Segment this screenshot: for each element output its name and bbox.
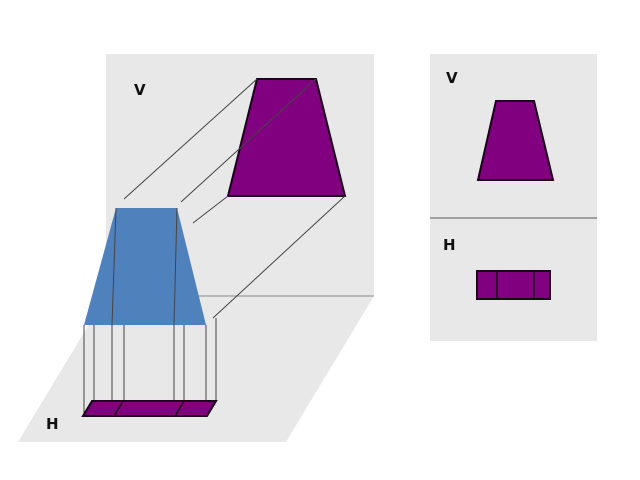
horizontal-plane-label: H — [46, 415, 59, 433]
top-view-on-h-plane — [81, 400, 218, 417]
projector-line — [180, 78, 317, 203]
projectors-to-v-plane — [123, 78, 346, 319]
projector-line — [123, 78, 258, 200]
front-view-trapezoid — [476, 100, 555, 181]
top-view-rectangle — [476, 270, 551, 300]
solid-edge — [173, 207, 178, 326]
projectors-to-h-plane — [83, 318, 217, 416]
vertical-plane-label: V — [134, 81, 146, 99]
top-view-label: H — [443, 236, 456, 254]
top-view-outline — [81, 400, 218, 417]
solid-hidden-edges — [111, 207, 178, 326]
projector-line — [192, 195, 229, 224]
orthographic-view: V H — [430, 54, 597, 341]
top-view-edge — [113, 400, 124, 417]
projector-line — [212, 195, 346, 319]
top-view-outline — [476, 270, 551, 300]
solid-edge — [111, 207, 117, 326]
front-view-label: V — [446, 69, 458, 87]
pictorial-view: V H — [18, 54, 374, 442]
top-view-edge — [174, 400, 185, 417]
